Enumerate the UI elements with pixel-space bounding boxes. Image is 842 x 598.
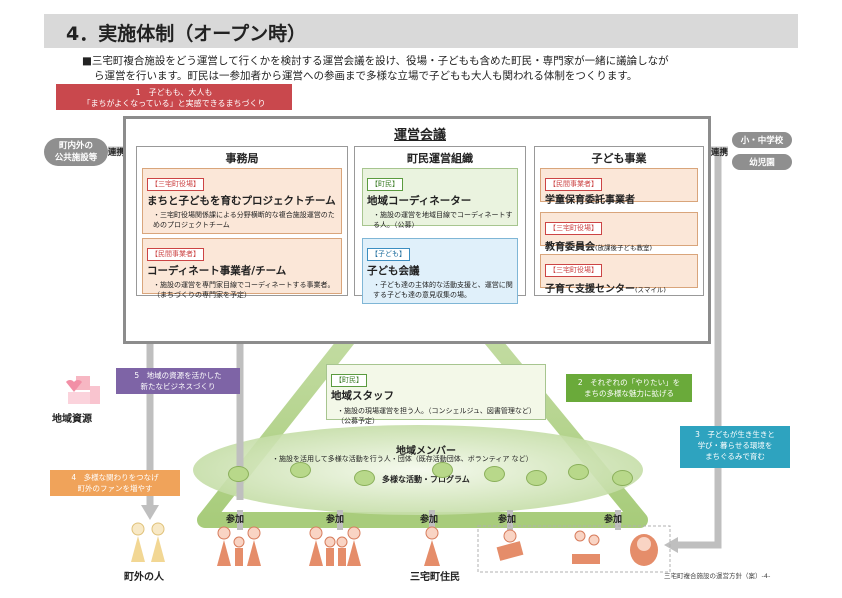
program-label: 多様な活動・プログラム [382, 475, 470, 484]
staff-tag: 【町民】 [331, 374, 367, 387]
goal-2-line-1: 2 それぞれの「やりたい」を [577, 378, 681, 387]
members-title: 地域メンバー [396, 446, 456, 457]
member-circle [612, 470, 633, 486]
residents-label: 三宅町住民 [410, 572, 460, 583]
goal-3-line-1: 3 子どもが生き生きと [695, 430, 775, 439]
goal-3-line-3: まちぐるみで育む [705, 452, 765, 461]
member-circle [484, 466, 505, 482]
public-facilities-line-1: 町内外の [58, 141, 93, 151]
goal-1-box: 1 子どもも、大人も 「まちがよくなっている」と実感できるまちづくり [56, 84, 292, 110]
goal-4-line-1: 4 多様な関わりをつなげ [71, 473, 159, 482]
coordinator-tag: 【町民】 [367, 178, 403, 191]
goal-5-line-2: 新たなビジネスづくり [140, 382, 216, 391]
right-link-label: 連携 [711, 148, 729, 158]
goal-4-box: 4 多様な関わりをつなげ 町外のファンを増やす [50, 470, 180, 496]
goal-5-line-1: 5 地域の資源を活かした [134, 371, 222, 380]
project-team-tag: 【三宅町役場】 [147, 178, 204, 191]
goal-3-line-2: 学び・暮らせる環境を [697, 441, 773, 450]
page-title: 4．実施体制（オープン時） [44, 14, 798, 48]
staff-text: ・施設の現場運営を担う人。（コンシェルジュ、図書管理など）（公募予定） [337, 407, 536, 425]
children-dashed-box [477, 525, 671, 573]
coordinator-title: 地域コーディネーター [367, 195, 472, 207]
public-facilities-node: 町内外の 公共施設等 [44, 138, 108, 166]
education-board-card: 【三宅町役場】 教育委員会(放課後子ども教室) [540, 212, 698, 253]
members-ellipse [193, 425, 643, 515]
intro-line-1: ■三宅町複合施設をどう運営して行くかを検討する運営会議を設け、役場・子どもも含め… [82, 55, 669, 67]
footer-text: 三宅町複合施設の運営方針（案）-4- [664, 572, 771, 580]
local-resource-label: 地域資源 [52, 414, 92, 425]
goal-1-line-2: 「まちがよくなっている」と実感できるまちづくり [82, 99, 266, 108]
childcare-center-suffix: (スマイル) [635, 286, 666, 294]
childcare-center-tag: 【三宅町役場】 [545, 264, 602, 277]
participation-label: 参加 [326, 515, 345, 525]
coordinate-tag: 【民間事業者】 [147, 248, 204, 261]
residents-family-icon-1 [217, 526, 261, 566]
participation-label: 参加 [498, 515, 517, 525]
goal-1-line-1: 1 子どもも、大人も [135, 88, 213, 97]
project-team-title: まちと子どもを育むプロジェクトチーム [147, 195, 336, 207]
coordinate-title: コーディネート事業者/チーム [147, 265, 287, 277]
childcare-center-title: 子育て支援センター [545, 284, 635, 295]
afterschool-card: 【民間事業者】 学童保育委託事業者 [540, 168, 698, 206]
member-circle [354, 470, 375, 486]
participation-label: 参加 [420, 515, 439, 525]
education-board-suffix: (放課後子ども教室) [595, 244, 653, 252]
childcare-center-card: 【三宅町役場】 子育て支援センター(スマイル) [540, 254, 698, 295]
goal-2-box: 2 それぞれの「やりたい」を まちの多様な魅力に拡げる [566, 374, 692, 402]
council-title: 運営会議 [393, 128, 446, 143]
child-play-icon-1 [496, 529, 524, 561]
goal-2-line-2: まちの多様な魅力に拡げる [584, 389, 674, 398]
residents-person-icon [424, 526, 440, 566]
kids-council-text: ・子ども達の主体的な活動支援と、運営に関する子ども達の意見収集の場。 [373, 281, 513, 299]
project-team-text: ・三宅町役場関係課による分野横断的な複合施設運営のためのプロジェクトチーム [153, 211, 335, 229]
intro-text: ■三宅町複合施設をどう運営して行くかを検討する運営会議を設け、役場・子どもも含め… [82, 54, 802, 84]
goal-5-box: 5 地域の資源を活かした 新たなビジネスづくり [116, 368, 240, 394]
afterschool-title: 学童保育委託事業者 [545, 195, 635, 206]
staff-card: 【町民】 地域スタッフ ・施設の現場運営を担う人。（コンシェルジュ、図書管理など… [326, 364, 546, 425]
baby-icon [630, 534, 658, 566]
coordinate-text: ・施設の運営を専門家目線でコーディネートする事業者。（まちづくりの専門家を予定） [153, 281, 335, 299]
childcare-center-row: 子育て支援センター(スマイル) [545, 277, 693, 296]
member-circle [526, 470, 547, 486]
goal-4-line-2: 町外のファンを増やす [77, 484, 153, 493]
kindergarten-node: 幼児園 [732, 154, 792, 170]
kids-council-card: 【子ども】 子ども会議 ・子ども達の主体的な活動支援と、運営に関する子ども達の意… [362, 238, 518, 304]
afterschool-tag: 【民間事業者】 [545, 178, 602, 191]
project-team-card: 【三宅町役場】 まちと子どもを育むプロジェクトチーム ・三宅町役場関係課による分… [142, 168, 342, 234]
participation-label: 参加 [226, 515, 245, 525]
outer-right-arrow [678, 150, 722, 549]
coordinator-card: 【町民】 地域コーディネーター ・施設の運営を地域目線でコーディネートする人。（… [362, 168, 518, 229]
kids-council-title: 子ども会議 [367, 265, 420, 277]
citizen-org-title: 町民運営組織 [407, 152, 473, 165]
child-play-icon-2 [572, 530, 600, 564]
left-link-label: 連携 [108, 148, 126, 158]
education-board-tag: 【三宅町役場】 [545, 222, 602, 235]
staff-title: 地域スタッフ [331, 390, 394, 402]
members-text: ・施設を活用して多様な活動を行う人・団体（既存活動団体、ボランティア など） [272, 455, 533, 463]
member-circle [568, 464, 589, 480]
intro-line-2: ら運営を行います。町民は一参加者から運営への参画まで多様な立場で子どもも大人も関… [94, 70, 638, 82]
member-circle [432, 462, 453, 478]
kids-council-tag: 【子ども】 [367, 248, 410, 261]
local-resource-icon [66, 376, 100, 404]
outside-people-label: 町外の人 [124, 572, 164, 583]
education-board-title: 教育委員会 [545, 242, 595, 253]
arc-label: 官民連携の運営 [390, 323, 454, 333]
coordinator-text: ・施設の運営を地域目線でコーディネートする人。（公募） [373, 211, 513, 229]
residents-family-icon-2 [309, 526, 361, 566]
member-circle [228, 466, 249, 482]
secretariat-title: 事務局 [225, 152, 259, 165]
outside-people-icon [131, 522, 165, 562]
education-board-row: 教育委員会(放課後子ども教室) [545, 235, 693, 254]
participation-label: 参加 [604, 515, 623, 525]
coordinate-card: 【民間事業者】 コーディネート事業者/チーム ・施設の運営を専門家目線でコーディ… [142, 238, 342, 299]
public-facilities-line-2: 公共施設等 [54, 153, 98, 163]
member-circle [290, 462, 311, 478]
goal-3-box: 3 子どもが生き生きと 学び・暮らせる環境を まちぐるみで育む [680, 426, 790, 468]
school-node: 小・中学校 [732, 132, 792, 148]
kids-business-title: 子ども事業 [591, 152, 647, 165]
